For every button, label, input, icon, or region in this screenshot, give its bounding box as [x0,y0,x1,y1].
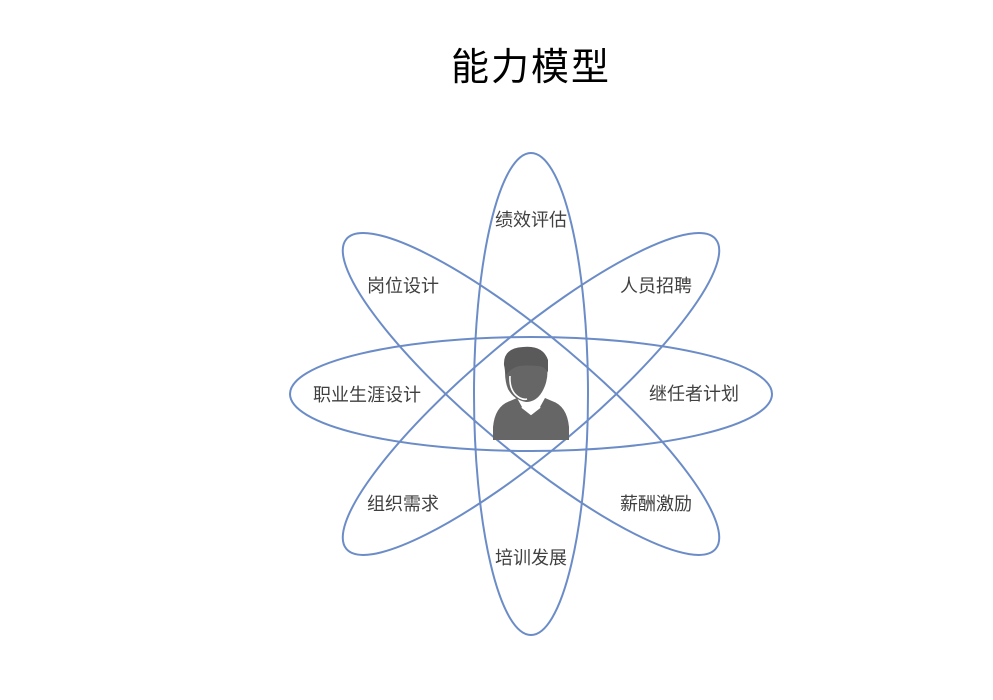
label-performance-evaluation: 绩效评估 [495,210,567,231]
label-recruitment: 人员招聘 [620,276,692,297]
label-compensation-incentives: 薪酬激励 [620,494,692,515]
label-succession-planning: 继任者计划 [649,384,739,405]
person-icon [493,346,569,440]
label-career-planning: 职业生涯设计 [313,385,421,406]
label-job-design: 岗位设计 [367,276,439,297]
label-organizational-needs: 组织需求 [367,494,439,515]
label-training-development: 培训发展 [495,548,567,569]
page-title: 能力模型 [450,45,611,89]
ellipse-horizontal [289,336,773,452]
ellipse-vertical [473,152,589,636]
